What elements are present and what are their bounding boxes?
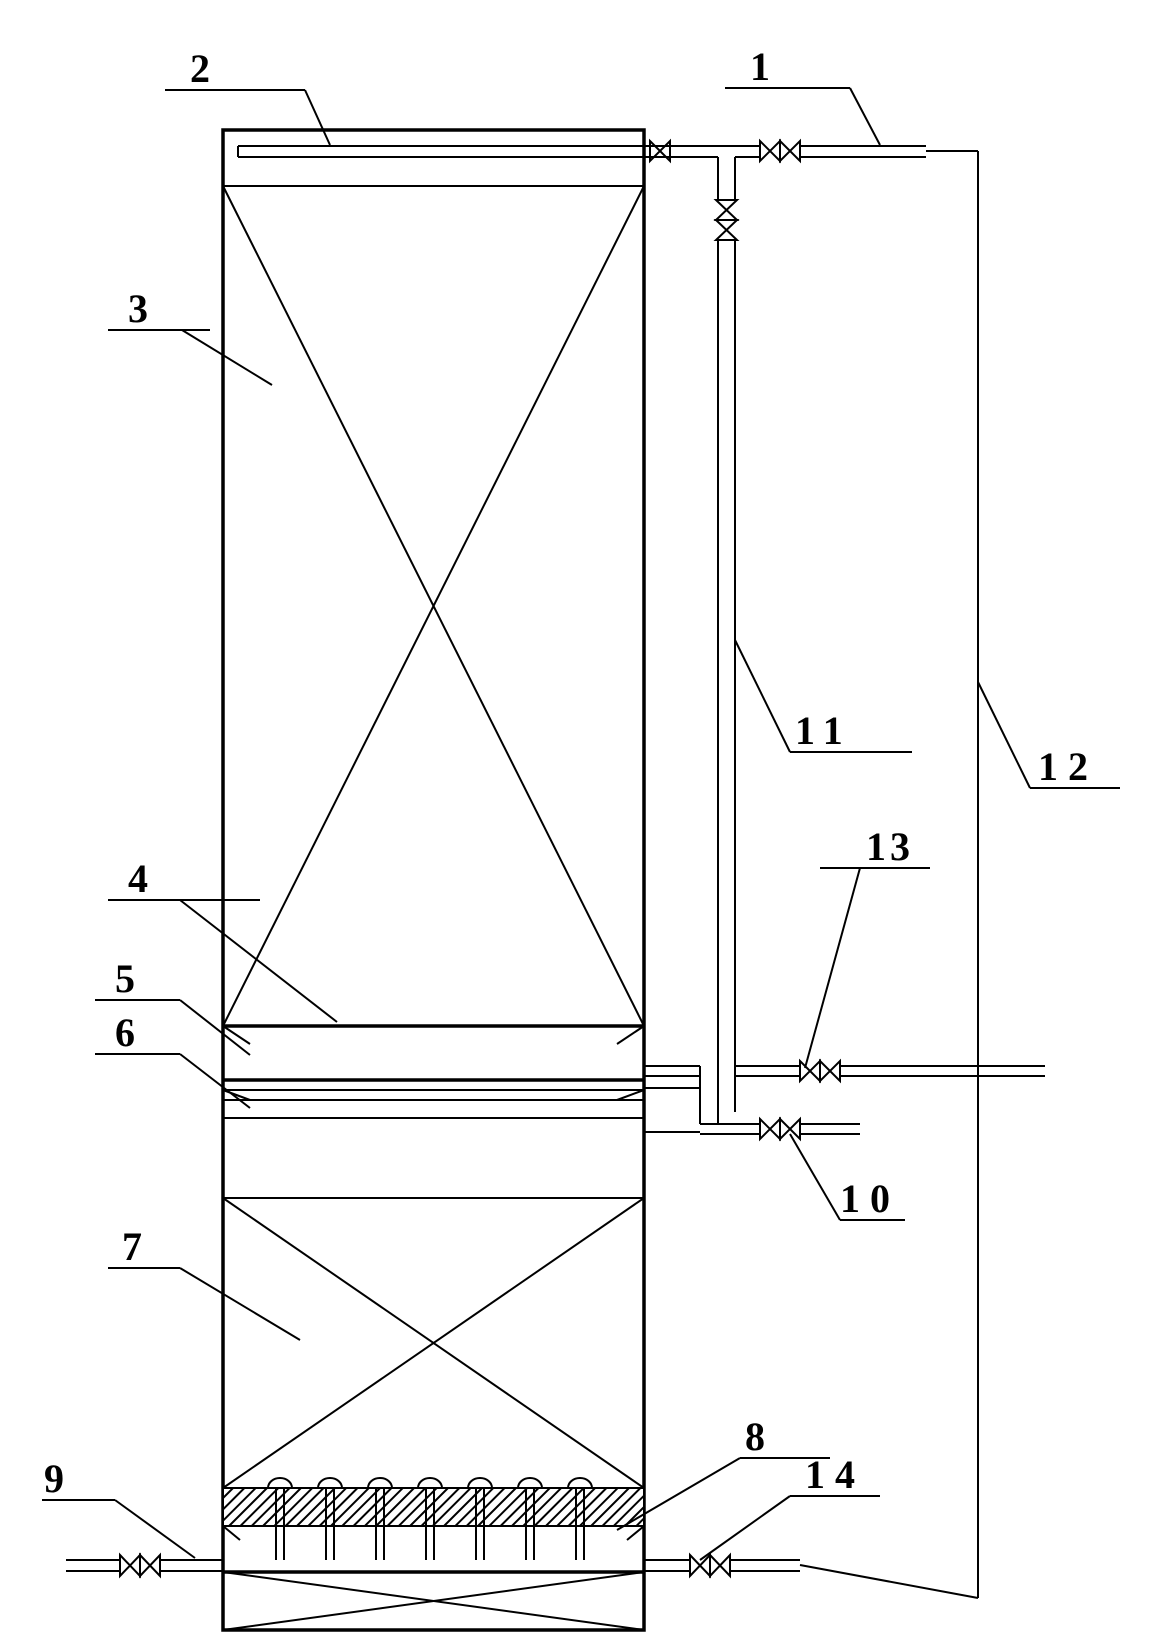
label-7: 7	[122, 1224, 142, 1269]
side-outlet-10	[644, 1087, 860, 1142]
valve-feed-1	[759, 138, 801, 164]
valve-top-left	[649, 138, 671, 164]
leader-lines	[42, 87, 1120, 1561]
label-8: 8	[745, 1414, 765, 1459]
distributor-risers	[275, 1488, 585, 1560]
lower-packing-bed	[222, 1197, 645, 1489]
recycle-pipe-11	[717, 240, 736, 1124]
column-vessel	[221, 128, 646, 1632]
label-14: 14	[805, 1452, 865, 1497]
label-5: 5	[115, 956, 135, 1001]
label-11: 11	[795, 708, 853, 753]
distributor-caps	[267, 1477, 593, 1489]
bottom-chamber	[222, 1570, 645, 1631]
distributor-plate	[222, 1477, 645, 1560]
bottom-outlet-14	[644, 1552, 979, 1599]
support-plate-5	[222, 1025, 645, 1082]
label-4: 4	[128, 856, 148, 901]
label-13: 13	[866, 824, 914, 869]
label-6: 6	[115, 1010, 135, 1055]
label-1: 1	[750, 44, 770, 89]
upper-packing-bed	[222, 185, 645, 1028]
valve-vertical-11	[713, 199, 740, 241]
bottom-inlet-9	[66, 1552, 223, 1579]
label-2: 2	[190, 46, 210, 91]
label-9: 9	[44, 1456, 64, 1501]
top-inlet-pipe	[237, 145, 650, 158]
top-feed-line	[650, 145, 978, 200]
label-10: 10	[840, 1176, 900, 1221]
label-3: 3	[128, 286, 148, 331]
support-plate-6	[222, 1089, 645, 1119]
label-12: 12	[1038, 744, 1098, 789]
side-outlet-13	[644, 1058, 1045, 1124]
